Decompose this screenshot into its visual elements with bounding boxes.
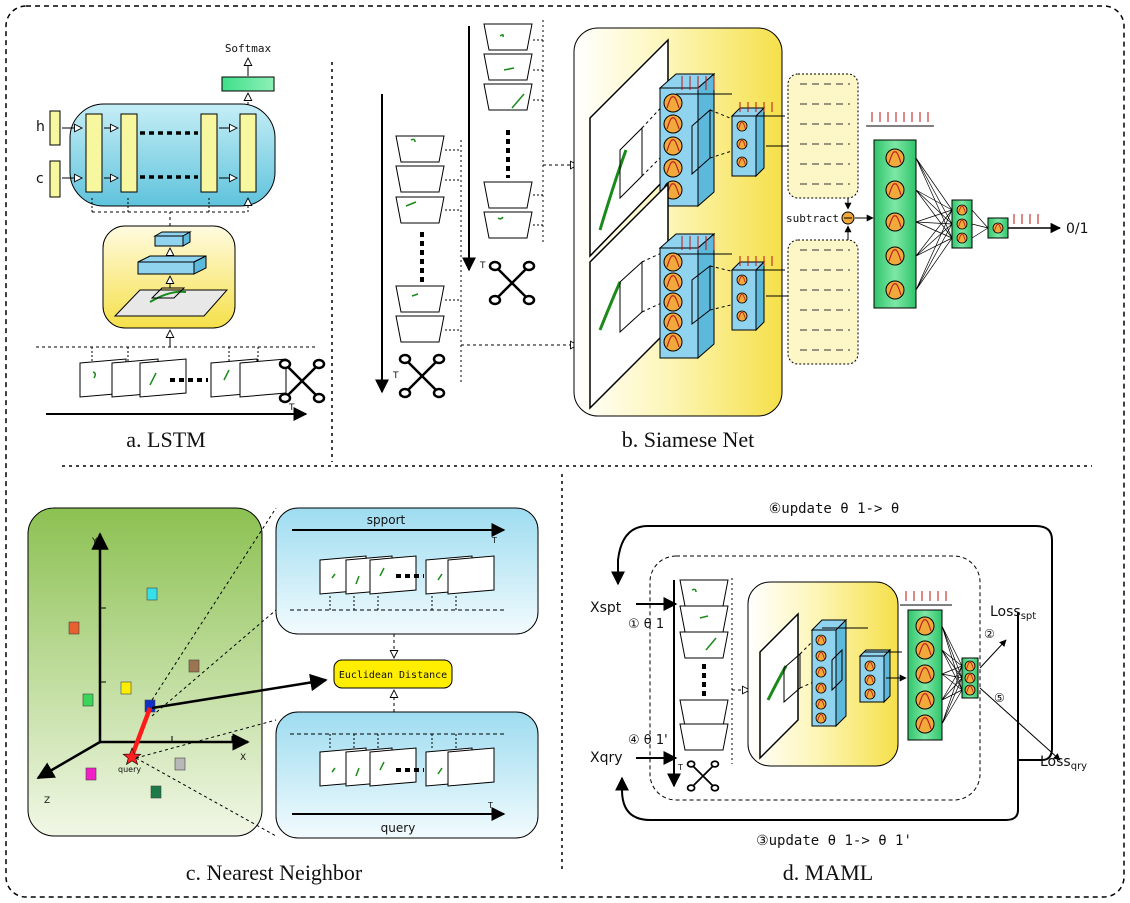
subtract-label: subtract bbox=[786, 212, 839, 225]
caption-maml: d. MAML bbox=[783, 860, 873, 885]
scatter-points bbox=[68, 587, 200, 799]
embedding-space-plot bbox=[27, 507, 263, 837]
query-t-label: T bbox=[487, 801, 493, 810]
siamese-branch-bottom bbox=[589, 182, 797, 410]
t-label: T bbox=[288, 403, 295, 413]
outer-border bbox=[5, 5, 1125, 898]
t-label-left: T bbox=[392, 371, 399, 381]
softmax-layer bbox=[221, 76, 275, 92]
axis-x-label: X bbox=[240, 753, 246, 763]
h-state-input bbox=[49, 110, 61, 146]
lstm-cell-3 bbox=[200, 113, 218, 193]
scatter-point bbox=[150, 785, 162, 799]
step2-label: ② bbox=[984, 627, 995, 641]
input-sketch-plane bbox=[113, 289, 229, 317]
panel-nearest-neighbor: Y X Z query spport T Euclidean Distance … bbox=[27, 507, 539, 885]
axis-y-label: Y bbox=[91, 537, 98, 547]
scatter-point bbox=[68, 621, 80, 635]
caption-nearest-neighbor: c. Nearest Neighbor bbox=[186, 860, 363, 885]
h-label: h bbox=[36, 119, 45, 135]
scatter-point bbox=[174, 757, 186, 771]
scatter-point bbox=[188, 659, 200, 673]
z-axis bbox=[36, 740, 101, 780]
panel-lstm: Softmax h c bbox=[36, 42, 326, 452]
xqry-label: Xqry bbox=[590, 750, 623, 766]
loss-qry-label: Lossqry bbox=[1040, 754, 1087, 772]
c-state-input bbox=[49, 160, 61, 198]
caption-lstm: a. LSTM bbox=[126, 427, 205, 452]
xspt-label: Xspt bbox=[590, 600, 622, 616]
nearest-distance-line bbox=[129, 707, 153, 757]
maml-t-label: T bbox=[677, 763, 683, 772]
maml-model-boundary bbox=[649, 555, 981, 801]
star-icon bbox=[122, 747, 142, 766]
outer-update-loop-top bbox=[611, 525, 1053, 761]
softmax-label: Softmax bbox=[225, 42, 272, 55]
t-label-right: T bbox=[479, 261, 486, 271]
euclidean-distance-box bbox=[333, 659, 453, 689]
scatter-point bbox=[82, 693, 94, 707]
lstm-cell-4 bbox=[239, 113, 257, 193]
update-top-label: ⑥update θ 1-> θ bbox=[769, 501, 900, 517]
scatter-point bbox=[146, 587, 158, 601]
panel-maml: ⑥update θ 1-> θ ③update θ 1-> θ 1' Xspt … bbox=[590, 501, 1087, 885]
update-bottom-label: ③update θ 1-> θ 1' bbox=[756, 833, 912, 849]
panel-siamese: T T bbox=[375, 20, 1089, 452]
output-label: 0/1 bbox=[1066, 221, 1089, 237]
lstm-cell-1 bbox=[85, 113, 103, 193]
scissors-icon bbox=[398, 353, 446, 399]
distance-label: Euclidean Distance bbox=[339, 670, 447, 681]
step5-label: ⑤ bbox=[994, 691, 1005, 705]
loss-spt-label: Lossspt bbox=[990, 604, 1036, 622]
c-label: c bbox=[36, 171, 44, 187]
siamese-branch-top bbox=[589, 38, 797, 258]
query-label: query bbox=[381, 821, 416, 835]
support-t-label: T bbox=[491, 536, 497, 545]
query-point-label: query bbox=[118, 765, 141, 774]
scissors-icon bbox=[278, 358, 326, 404]
lstm-cell-2 bbox=[120, 113, 138, 193]
axis-z-label: Z bbox=[44, 796, 50, 806]
scatter-point bbox=[85, 767, 97, 781]
scissors-icon bbox=[488, 260, 536, 306]
caption-siamese: b. Siamese Net bbox=[622, 427, 755, 452]
scatter-point bbox=[120, 681, 132, 695]
feature-vector-bottom bbox=[787, 239, 859, 365]
theta1-label: ① θ 1 bbox=[628, 617, 664, 632]
scissors-icon bbox=[686, 760, 720, 792]
feature-vector-top bbox=[787, 73, 859, 199]
theta1p-label: ④ θ 1' bbox=[628, 733, 668, 748]
inner-update-loop-bottom bbox=[615, 612, 1019, 821]
support-label: spport bbox=[367, 513, 406, 527]
